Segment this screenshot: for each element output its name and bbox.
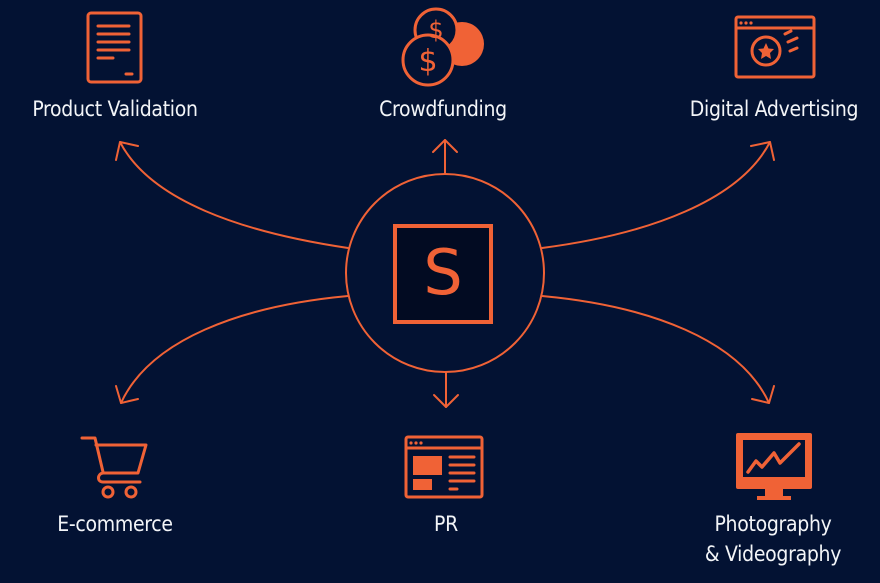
node-label-product-validation: Product Validation: [32, 97, 198, 121]
arrow-to-product-validation: [115, 141, 349, 249]
arrow-to-e-commerce: [115, 295, 349, 404]
shopping-cart-icon: [80, 436, 148, 499]
arrow-to-digital-advertising: [541, 141, 775, 249]
svg-text:$: $: [428, 16, 443, 44]
node-label-pr: PR: [434, 512, 458, 536]
node-label-e-commerce: E-commerce: [57, 512, 173, 536]
browser-layout-icon: [404, 435, 484, 499]
monitor-chart-icon: [736, 433, 812, 500]
node-label-photography-line1: Photography: [714, 512, 832, 536]
arrow-to-pr: [433, 371, 459, 408]
coins-dollar-icon: $ $: [401, 7, 484, 87]
node-label-digital-advertising: Digital Advertising: [689, 97, 859, 121]
svg-text:$: $: [418, 44, 437, 79]
node-label-photography-line2: & Videography: [704, 542, 842, 566]
document-icon: [86, 11, 143, 84]
hub-logo-letter: S: [423, 236, 463, 309]
node-label-crowdfunding: Crowdfunding: [379, 97, 507, 121]
browser-star-icon: [734, 15, 816, 79]
arrow-to-crowdfunding: [432, 139, 458, 175]
hub-square: [393, 224, 493, 324]
arrow-to-photography-videography: [541, 295, 775, 404]
